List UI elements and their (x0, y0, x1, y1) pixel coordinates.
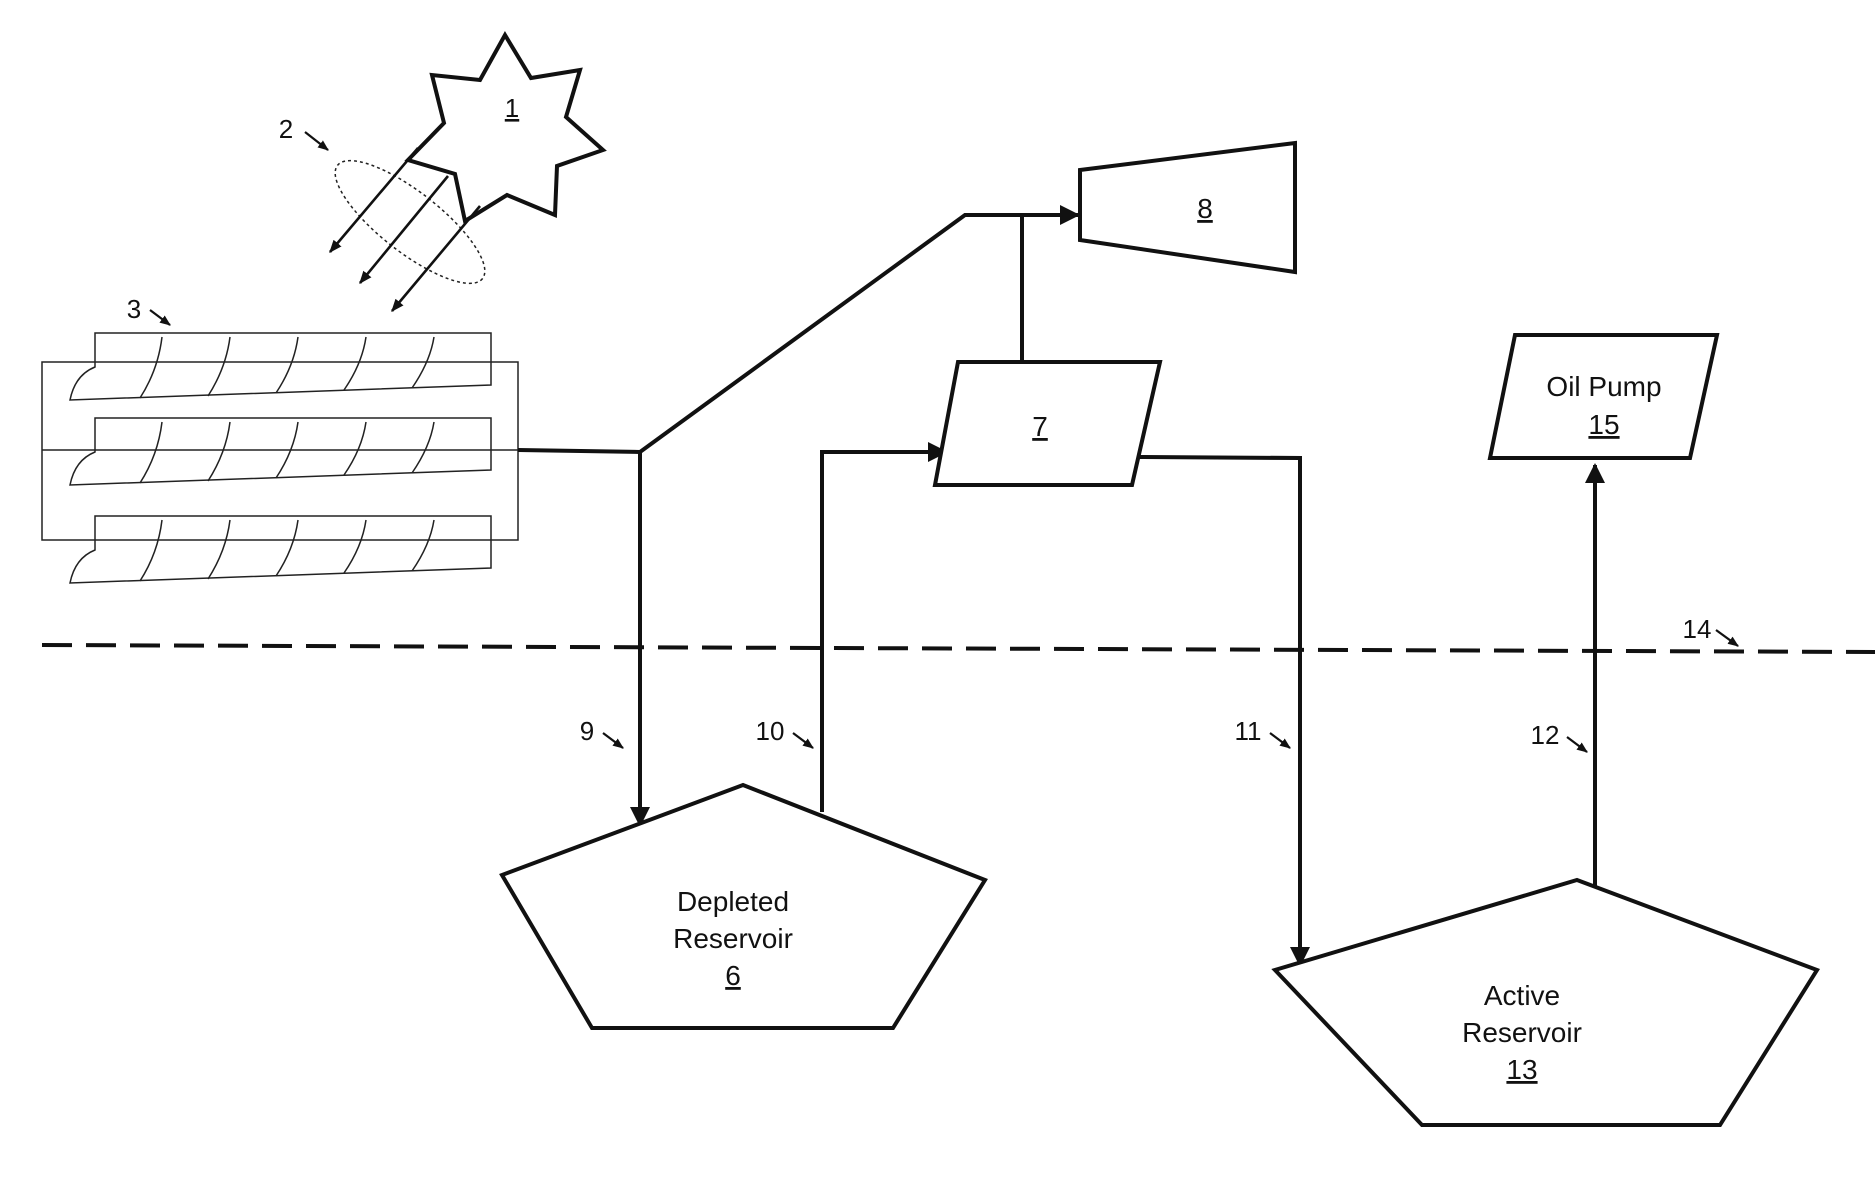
active-reservoir-line1: Active (1484, 980, 1560, 1011)
oil-pump-label: Oil Pump (1546, 371, 1661, 402)
ground-pointer (1716, 630, 1738, 646)
sun-ref-label: 1 (505, 93, 519, 123)
depleted-reservoir-line2: Reservoir (673, 923, 793, 954)
unit-8-ref-label: 8 (1197, 193, 1213, 224)
sun-icon: 1 (408, 35, 603, 221)
unit-7-ref-label: 7 (1032, 411, 1048, 442)
line-10-label: 10 (756, 716, 785, 746)
sunlight-pointer (305, 132, 328, 150)
line-9-label: 9 (580, 716, 594, 746)
collector-row-2 (70, 418, 491, 485)
ground-surface-line (42, 645, 1875, 652)
unit-7-parallelogram: 7 (935, 362, 1160, 485)
line-11-pointer (1270, 733, 1290, 748)
depleted-reservoir-line1: Depleted (677, 886, 789, 917)
depleted-reservoir-pentagon: Depleted Reservoir 6 (502, 785, 985, 1028)
collector-row-1 (70, 333, 491, 400)
depleted-reservoir-ref: 6 (725, 960, 741, 991)
collectors-ref-label: 3 (127, 294, 141, 324)
collector-row-3 (70, 516, 491, 583)
active-reservoir-ref: 13 (1506, 1054, 1537, 1085)
line-9-pointer (603, 733, 623, 748)
sunlight-ref-label: 2 (279, 114, 293, 144)
line-12-label: 12 (1531, 720, 1560, 750)
active-reservoir-pentagon: Active Reservoir 13 (1275, 880, 1817, 1125)
line-10-pointer (793, 733, 813, 748)
solar-collector-array (42, 333, 518, 583)
oil-pump-ref-label: 15 (1588, 409, 1619, 440)
unit-8-trapezoid: 8 (1080, 143, 1295, 272)
collectors-pointer (150, 310, 170, 325)
line-11-label: 11 (1235, 716, 1262, 746)
active-reservoir-line2: Reservoir (1462, 1017, 1582, 1048)
line-12-pointer (1567, 737, 1587, 752)
ground-ref-label: 14 (1683, 614, 1712, 644)
oil-pump-parallelogram: Oil Pump 15 (1490, 335, 1717, 458)
